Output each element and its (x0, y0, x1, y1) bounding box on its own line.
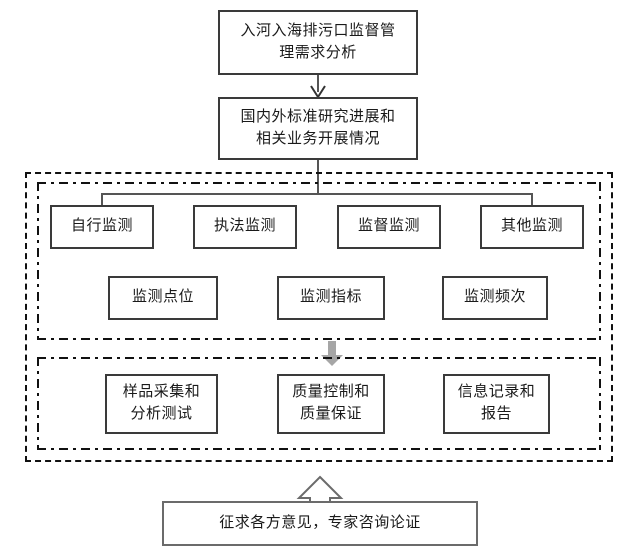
gray-down-arrow-icon (321, 341, 343, 366)
monitoring-design-group (37, 182, 601, 340)
process-step-box-2: 质量控制和 质量保证 (277, 374, 385, 434)
monitoring-type-label-3: 监督监测 (357, 218, 420, 235)
connector-drop-4 (531, 193, 533, 205)
connector-title-to-research (317, 75, 319, 92)
group-border-right (599, 182, 601, 340)
monitoring-param-box-1: 监测点位 (108, 276, 218, 320)
process-border-top (37, 357, 601, 359)
process-step-label-2: 质量控制和 质量保证 (292, 384, 370, 422)
expert-consultation-label: 征求各方意见，专家咨询论证 (219, 514, 421, 531)
requirement-analysis-label: 入河入海排污口监督管 理需求分析 (240, 22, 396, 61)
monitoring-type-box-4: 其他监测 (480, 205, 584, 249)
monitoring-param-box-3: 监测频次 (442, 276, 548, 320)
expert-consultation-box: 征求各方意见，专家咨询论证 (162, 501, 478, 546)
group-border-top (37, 182, 601, 184)
monitoring-param-box-2: 监测指标 (277, 276, 385, 320)
monitoring-system-container (25, 172, 613, 462)
group-border-left (37, 182, 39, 340)
requirement-analysis-box: 入河入海排污口监督管 理需求分析 (218, 10, 418, 75)
process-border-left (37, 357, 39, 450)
monitoring-type-box-2: 执法监测 (193, 205, 297, 249)
process-execution-group (37, 357, 601, 450)
process-border-bottom (37, 448, 601, 450)
research-progress-label: 国内外标准研究进展和 相关业务开展情况 (240, 108, 396, 147)
monitoring-param-label-2: 监测指标 (299, 289, 362, 306)
process-step-box-3: 信息记录和 报告 (443, 374, 550, 434)
process-border-right (599, 357, 601, 450)
monitoring-type-label-2: 执法监测 (213, 218, 276, 235)
process-step-box-1: 样品采集和 分析测试 (105, 374, 218, 434)
monitoring-type-label-4: 其他监测 (500, 218, 563, 235)
monitoring-param-label-3: 监测频次 (463, 289, 526, 306)
process-step-label-3: 信息记录和 报告 (457, 384, 536, 422)
monitoring-type-box-3: 监督监测 (337, 205, 441, 249)
hollow-up-arrow-icon (296, 475, 344, 504)
monitoring-type-box-1: 自行监测 (50, 205, 154, 249)
arrowhead-down-icon (310, 85, 326, 98)
monitoring-type-label-1: 自行监测 (70, 218, 133, 235)
process-step-label-1: 样品采集和 分析测试 (122, 384, 201, 422)
monitoring-param-label-1: 监测点位 (131, 289, 194, 306)
group-border-bottom (37, 338, 601, 340)
connector-bus-horizontal (101, 193, 532, 195)
research-progress-box: 国内外标准研究进展和 相关业务开展情况 (218, 97, 418, 160)
connector-research-to-monitoring (317, 160, 319, 193)
connector-drop-1 (101, 193, 103, 205)
